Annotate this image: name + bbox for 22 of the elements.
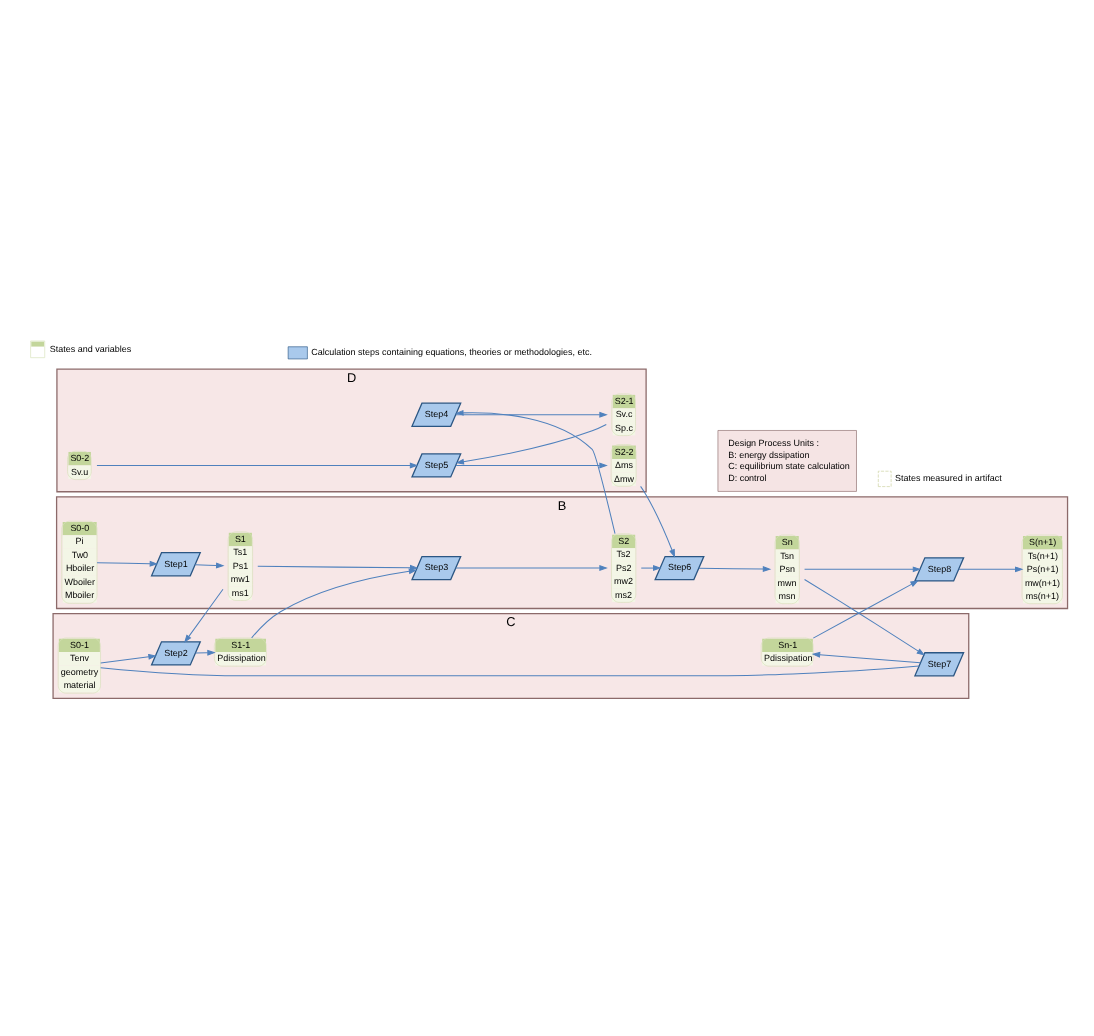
- arrow: [96, 559, 159, 566]
- arrow: [804, 565, 922, 572]
- arrow: [195, 648, 216, 655]
- arrow: [257, 563, 419, 570]
- arrow: [184, 587, 224, 643]
- arrow: [96, 461, 419, 468]
- arrow: [100, 652, 157, 663]
- arrow: [251, 567, 418, 638]
- arrow: [958, 565, 1024, 572]
- arrow: [698, 565, 772, 572]
- arrow: [804, 578, 926, 655]
- arrow: [812, 579, 919, 638]
- arrow: [455, 408, 616, 534]
- arrow: [640, 484, 676, 557]
- arrow: [455, 461, 608, 468]
- arrow: [455, 422, 607, 464]
- arrow: [455, 410, 608, 417]
- arrow: [194, 561, 225, 568]
- arrow: [811, 650, 921, 663]
- connector: [100, 664, 920, 676]
- arrow: [455, 564, 608, 571]
- arrow: [640, 564, 662, 571]
